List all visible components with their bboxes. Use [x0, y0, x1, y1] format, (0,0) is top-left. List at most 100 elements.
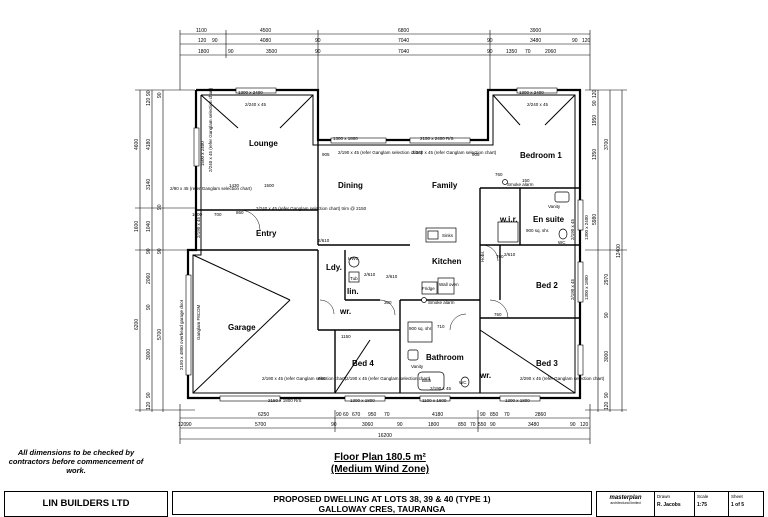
logo-text: masterplan: [609, 495, 642, 501]
logo-subtext: architectural limited: [610, 501, 641, 505]
vanity-bathroom: [407, 349, 419, 361]
label-2610d: 2/610: [504, 252, 516, 257]
dim-bot-r2-3060: 3060: [362, 422, 373, 428]
dim-top-4500: 4500: [260, 28, 271, 34]
label-bed3-lintel: 2/290 x 45 (refer Ganglam selection char…: [520, 376, 605, 381]
label-smoke1: Smoke alarm: [507, 182, 534, 187]
label-garage-lintel: Ganglam F8COM: [196, 304, 201, 340]
label-2610b: 2/610: [364, 272, 376, 277]
vanity-ensuite: [554, 191, 570, 203]
dim-left-r3-90c: 90: [157, 248, 163, 254]
dim-bot-670: 670: [352, 412, 361, 418]
dim-right-120: 120: [592, 89, 598, 98]
dim-bot-r2-90d: 90: [490, 422, 496, 428]
dim-top-r3-2060: 2060: [545, 49, 556, 55]
tub-fixture: [348, 271, 360, 283]
label-ensuite-window: 1300 x 2400: [584, 215, 589, 240]
label-ensuite-side: 2/190 x 45: [570, 218, 575, 240]
floor-plan-title: Floor Plan 180.5 m² (Medium Wind Zone): [300, 452, 460, 476]
label-dining-lintel: 2/190 x 45 (refer Ganglam selection char…: [338, 150, 423, 155]
dim-bot-r2-120: 120: [178, 422, 187, 428]
dim-right-1950: 1950: [592, 115, 598, 126]
dim-left-r3-90: 90: [157, 92, 163, 98]
label-710: 710: [437, 324, 445, 329]
label-2610a: 2/610: [318, 238, 330, 243]
dim-top-r3-70: 70: [525, 49, 531, 55]
dim-bot-r2-550: 550: [478, 422, 487, 428]
label-lounge-side-window: 1500 x 2400: [200, 141, 205, 166]
label-lounge-1500: 1500: [264, 183, 275, 188]
dim-left-r2-90: 90: [146, 90, 152, 96]
floor-plan-area: Floor Plan 180.5 m²: [334, 452, 426, 463]
dim-top-r3-90c: 90: [487, 49, 493, 55]
label-family-lintel: 2/240 x 45 (refer Ganglam selection char…: [412, 150, 497, 155]
label-760b: 760: [496, 254, 504, 259]
room-garage: Garage: [228, 323, 256, 332]
room-ldy: Ldy.: [326, 263, 342, 272]
bath-fixture: [417, 371, 445, 391]
dim-top-r2-90: 90: [212, 38, 218, 44]
dim-bot-r2-90: 90: [186, 422, 192, 428]
title-block-builder: LIN BUILDERS LTD: [4, 491, 168, 517]
sheet-cell: Sheet 1 of 5: [729, 492, 761, 516]
dim-bot-70: 70: [384, 412, 390, 418]
dim-left-r2-4180: 4180: [146, 139, 152, 150]
dim-right-r2-90: 90: [604, 312, 610, 318]
dim-left-r3-90b: 90: [157, 204, 163, 210]
room-wr-bed3: wr.: [479, 371, 491, 380]
label-bed4-lintel2: 2/190 x 45 (refer Ganglam selection char…: [346, 376, 431, 381]
label-650: 650: [318, 376, 326, 381]
dim-top-3900: 3900: [530, 28, 541, 34]
dim-right-r2-120: 120: [604, 401, 610, 410]
dim-bot-4180: 4180: [432, 412, 443, 418]
label-entry-lintel: 2/240 x 45 (refer Ganglam selection char…: [256, 206, 367, 211]
wc-bathroom: [460, 376, 470, 388]
floor-plan-wind-zone: (Medium Wind Zone): [330, 464, 430, 475]
dim-top-r2-90b: 90: [315, 38, 321, 44]
label-bed3-window: 1300 x 1800: [505, 398, 530, 403]
dim-right-r2-3000: 3000: [604, 351, 610, 362]
label-760c: 760: [494, 312, 502, 317]
dim-right-1350: 1350: [592, 149, 598, 160]
label-bed2-window: 1300 x 1800: [584, 275, 589, 300]
dim-bot-60: 60: [343, 412, 349, 418]
room-lounge: Lounge: [249, 139, 278, 148]
dim-right-12400: 12400: [616, 244, 622, 258]
label-wall-oven: Wall oven: [439, 282, 459, 287]
room-kitchen: Kitchen: [432, 257, 461, 266]
dim-left-r2-2060: 2060: [146, 273, 152, 284]
label-tub: Tub: [350, 276, 358, 281]
dim-top-r2-4080: 4080: [260, 38, 271, 44]
label-150: 150: [522, 178, 530, 183]
sheet-value: 1 of 5: [731, 502, 745, 508]
dim-right-90: 90: [592, 100, 598, 106]
dim-left-r2-90c: 90: [146, 304, 152, 310]
dim-top-r3-1800: 1800: [198, 49, 209, 55]
sheet-label: Sheet: [731, 494, 743, 499]
label-lounge-ext-lintel: 2/90 x 45 (refer Ganglam selection chart…: [170, 186, 252, 191]
smoke-alarm-2: [421, 297, 427, 303]
wc-ensuite: [558, 228, 568, 240]
label-905b: 905: [472, 152, 480, 157]
label-lounge-side-lintel: 2/240 x 45 (refer Ganglam selection char…: [208, 87, 213, 172]
dim-left-6200: 6200: [134, 319, 140, 330]
dim-bot-r2-3480: 3480: [528, 422, 539, 428]
dim-right-5980: 5980: [592, 214, 598, 225]
label-bath-lintel: 2/190 x 45: [430, 386, 452, 391]
dim-top-r2-3480: 3480: [530, 38, 541, 44]
drawn-cell: Drawn R. Jacobs: [655, 492, 695, 516]
dim-bot-850: 850: [490, 412, 499, 418]
title-block-project: PROPOSED DWELLING AT LOTS 38, 39 & 40 (T…: [172, 491, 592, 515]
dim-top-r3-90b: 90: [315, 49, 321, 55]
label-860: 860: [236, 210, 244, 215]
label-lounge-1430: 1430: [229, 183, 240, 188]
dimensions-note: All dimensions to be checked by contract…: [8, 448, 144, 475]
wall-oven-fixture: [437, 277, 455, 295]
label-lintel-bed1: 2/240 x 45: [527, 102, 549, 107]
dim-bot-6250: 6250: [258, 412, 269, 418]
room-family: Family: [432, 181, 458, 190]
dim-bot-950: 950: [368, 412, 377, 418]
room-lin: lin.: [347, 287, 359, 296]
label-dining-window: 1300 x 1800: [333, 136, 358, 141]
